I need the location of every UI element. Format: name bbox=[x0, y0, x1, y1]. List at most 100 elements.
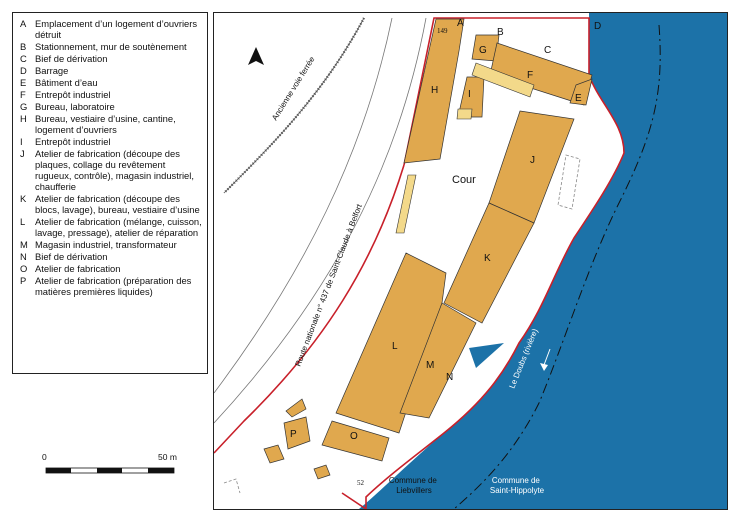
label-o: O bbox=[350, 431, 358, 442]
legend-item: I Entrepôt industriel bbox=[20, 136, 203, 147]
legend-key: O bbox=[20, 263, 28, 274]
cour-label: Cour bbox=[452, 174, 476, 186]
legend-item: O Atelier de fabrication bbox=[20, 263, 203, 274]
legend-key: N bbox=[20, 251, 27, 262]
legend-key: F bbox=[20, 89, 26, 100]
site-map: A B C D E F G H I J K L M N O P Cour 149… bbox=[213, 12, 728, 510]
legend-text: Atelier de fabrication bbox=[35, 263, 121, 274]
legend-item: C Bief de dérivation bbox=[20, 53, 203, 64]
legend-key: M bbox=[20, 239, 28, 250]
legend-item: E Bâtiment d’eau bbox=[20, 77, 203, 88]
property-boundary-west bbox=[214, 164, 405, 454]
legend-text: Stationnement, mur de soutènement bbox=[35, 41, 187, 52]
legend-text: Emplacement d’un logement d’ouvriers dét… bbox=[35, 18, 198, 40]
label-d: D bbox=[594, 21, 601, 32]
parcel-149: 149 bbox=[437, 27, 448, 35]
legend-text: Entrepôt industriel bbox=[35, 136, 111, 147]
legend-text: Bâtiment d’eau bbox=[35, 77, 98, 88]
legend-item: N Bief de dérivation bbox=[20, 251, 203, 262]
label-e: E bbox=[575, 93, 582, 104]
scale-end-label: 50 m bbox=[158, 452, 177, 462]
building-k bbox=[443, 202, 535, 324]
commune-left-line2: Liebvillers bbox=[396, 486, 432, 495]
label-b: B bbox=[497, 27, 504, 38]
road-edge-west bbox=[214, 17, 393, 394]
legend-item: K Atelier de fabrication (découpe des blo… bbox=[20, 193, 203, 215]
legend-list: A Emplacement d’un logement d’ouvriers dé… bbox=[13, 13, 207, 297]
river-flow-arrow-icon bbox=[543, 348, 551, 366]
legend-key: E bbox=[20, 77, 27, 88]
building-o bbox=[321, 420, 390, 462]
legend-text: Barrage bbox=[35, 65, 69, 76]
legend-text: Entrepôt industriel bbox=[35, 89, 111, 100]
label-g: G bbox=[479, 45, 487, 56]
label-i: I bbox=[468, 89, 471, 100]
river-flow-arrowhead-icon bbox=[540, 363, 548, 371]
commune-right-line2: Saint-Hippolyte bbox=[490, 486, 545, 495]
railway bbox=[223, 17, 366, 194]
label-k: K bbox=[484, 253, 491, 264]
legend-key: H bbox=[20, 113, 27, 124]
commune-right-label: Commune de Saint-Hippolyte bbox=[490, 476, 545, 495]
annex-2 bbox=[263, 444, 285, 464]
railway-label: Ancienne voie ferrée bbox=[270, 55, 317, 122]
legend-key: C bbox=[20, 53, 27, 64]
shed-cour bbox=[395, 174, 417, 234]
label-h: H bbox=[431, 85, 438, 96]
building-h bbox=[403, 18, 465, 164]
legend-item: M Magasin industriel, transformateur bbox=[20, 239, 203, 250]
legend-key: A bbox=[20, 18, 27, 29]
legend-text: Atelier de fabrication (découpe des bloc… bbox=[35, 193, 200, 215]
legend-text: Bief de dérivation bbox=[35, 251, 108, 262]
shed-long bbox=[471, 62, 535, 98]
legend-text: Bief de dérivation bbox=[35, 53, 108, 64]
building-m bbox=[399, 302, 477, 419]
north-arrow-icon bbox=[248, 47, 264, 65]
buildings bbox=[263, 18, 593, 480]
label-m: M bbox=[426, 360, 434, 371]
property-boundary bbox=[365, 17, 625, 509]
parcel-52: 52 bbox=[357, 479, 365, 487]
legend-item: G Bureau, laboratoire bbox=[20, 101, 203, 112]
label-f: F bbox=[527, 70, 533, 81]
road-edge-east bbox=[214, 17, 427, 424]
legend-key: I bbox=[20, 136, 23, 147]
light-structures bbox=[395, 62, 535, 234]
legend-text: Atelier de fabrication (préparation des … bbox=[35, 275, 192, 297]
scale-bar: 0 50 m bbox=[40, 452, 190, 482]
label-p: P bbox=[290, 429, 297, 440]
legend-text: Atelier de fabrication (mélange, cuisson… bbox=[35, 216, 202, 238]
legend-panel: A Emplacement d’un logement d’ouvriers dé… bbox=[12, 12, 208, 374]
legend-text: Magasin industriel, transformateur bbox=[35, 239, 177, 250]
legend-text: Atelier de fabrication (découpe des plaq… bbox=[35, 148, 194, 192]
commune-left-label: Commune de Liebvillers bbox=[389, 476, 439, 495]
building-p bbox=[283, 416, 311, 450]
scale-bar-graphic bbox=[45, 467, 175, 474]
label-j: J bbox=[530, 155, 535, 166]
railway-line bbox=[223, 17, 365, 194]
legend-key: B bbox=[20, 41, 27, 52]
building-e bbox=[569, 78, 593, 106]
legend-key: G bbox=[20, 101, 28, 112]
commune-right-line1: Commune de bbox=[492, 476, 541, 485]
label-n: N bbox=[446, 372, 453, 383]
dashed-outline bbox=[557, 154, 581, 210]
legend-text: Bureau, vestiaire d’usine, cantine, loge… bbox=[35, 113, 176, 135]
legend-item: B Stationnement, mur de soutènement bbox=[20, 41, 203, 52]
site-map-svg: A B C D E F G H I J K L M N O P Cour 149… bbox=[214, 13, 727, 509]
label-l: L bbox=[392, 341, 398, 352]
commune-boundary bbox=[453, 24, 661, 509]
legend-key: L bbox=[20, 216, 26, 227]
scale-start-label: 0 bbox=[42, 452, 47, 462]
legend-item: H Bureau, vestiaire d’usine, cantine, log… bbox=[20, 113, 203, 135]
legend-key: D bbox=[20, 65, 27, 76]
legend-item: D Barrage bbox=[20, 65, 203, 76]
bief-n bbox=[469, 343, 504, 368]
road-label: Route nationale n° 437 de Saint-Claude à… bbox=[293, 202, 364, 368]
legend-key: K bbox=[20, 193, 27, 204]
legend-text: Bureau, laboratoire bbox=[35, 101, 115, 112]
property-boundary-south bbox=[341, 492, 367, 509]
legend-item: L Atelier de fabrication (mélange, cuisso… bbox=[20, 216, 203, 238]
legend-item: F Entrepôt industriel bbox=[20, 89, 203, 100]
